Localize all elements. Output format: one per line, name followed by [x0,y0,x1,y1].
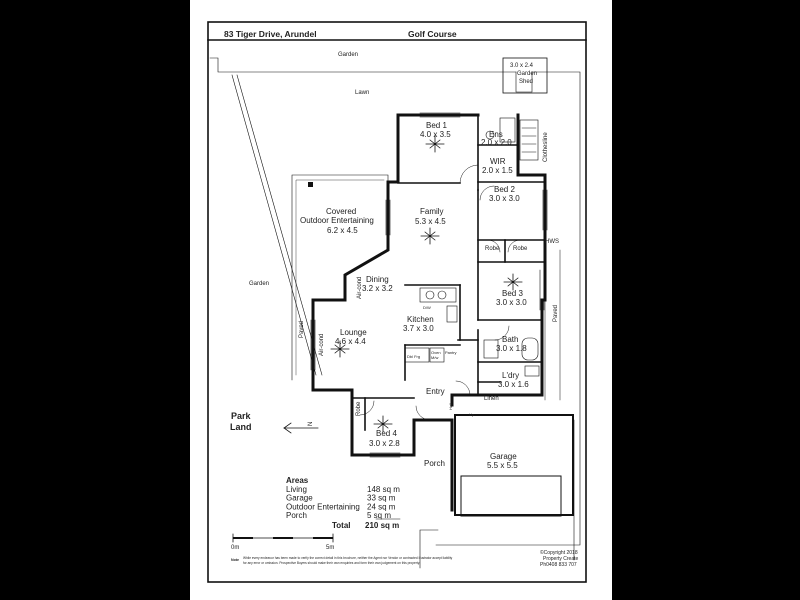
pantry-label: Pantry [445,350,457,355]
bed3-size: 3.0 x 3.0 [496,298,527,307]
lawn-label: Lawn [355,90,369,96]
aircond-lounge-label: Air-cond [319,334,325,356]
area-row-label: Garage [286,494,313,503]
family-name: Family [420,207,444,216]
area-row-label: Outdoor Entertaining [286,502,360,511]
kitchen-size: 3.7 x 3.0 [403,324,434,333]
areas-total-label: Total [332,521,351,530]
ens-name: Ens [489,130,503,139]
robe-2b-label: Robe [513,246,528,252]
paved-right-label: Paved [553,305,559,322]
phone-label: Ph0408 833 707 [540,562,577,568]
north-label: N [308,422,314,426]
covered-label-2: Outdoor Entertaining [300,216,374,225]
bed3-name: Bed 3 [502,289,523,298]
area-row-label: Living [286,485,307,494]
disclaimer-line-2: for any error or omission. Prospective B… [243,561,420,565]
bed1-size: 4.0 x 3.5 [420,130,451,139]
area-row-value: 148 sq m [367,485,400,494]
ens-size: 2.0 x 2.0 [481,138,512,147]
robe-4-label: Robe [356,401,362,416]
areas-heading: Areas [286,476,309,485]
scale-zero: 0m [231,545,239,551]
areas-total-value: 210 sq m [365,521,399,530]
oven-label-1: Oven [431,350,441,355]
clothesline-label: Clothesline [543,132,549,162]
bath-name: Bath [502,335,518,344]
covered-label-1: Covered [326,207,356,216]
dishwasher-label: D/W [423,305,431,310]
area-row-value: 24 sq m [367,502,396,511]
bed2-name: Bed 2 [494,185,515,194]
lounge-name: Lounge [340,328,367,337]
linen-label: Linen [484,396,499,402]
disclaimer-label: Note [231,558,239,562]
paved-left-label: Paved [299,321,305,338]
bed4-size: 3.0 x 2.8 [369,439,400,448]
robe-2a-label: Robe [485,246,500,252]
wir-size: 2.0 x 1.5 [482,166,513,175]
area-row-value: 33 sq m [367,494,396,503]
hall-label: Hall [448,403,453,410]
shed-size: 3.0 x 2.4 [510,63,534,69]
park-label-2: Land [230,422,252,432]
porch-label: Porch [424,459,445,468]
bed1-name: Bed 1 [426,121,447,130]
garden-left-label: Garden [249,281,269,287]
bath-size: 3.0 x 1.8 [496,344,527,353]
dining-name: Dining [366,275,389,284]
address-title: 83 Tiger Drive, Arundel [224,29,317,39]
areas-table: Living 148 sq m Garage 33 sq m Outdoor Enter… [286,485,400,520]
kitchen-name: Kitchen [407,315,434,324]
oven-label-2: M/w [431,355,438,360]
disclaimer-line-1: While every endeavor has been made to ve… [243,556,453,560]
garage-size: 5.5 x 5.5 [487,461,518,470]
shed-label-1: Garden [517,71,537,77]
bed2-size: 3.0 x 3.0 [489,194,520,203]
dining-size: 3.2 x 3.2 [362,284,393,293]
garage-name: Garage [490,452,517,461]
copyright-label: ©Copyright 2018 [540,549,578,556]
hws-label: HWS [545,239,559,245]
wir-name: WIR [490,157,506,166]
area-row-value: 5 sq m [367,511,391,520]
covered-size: 6.2 x 4.5 [327,226,358,235]
plan-linework [207,21,587,583]
bed4-name: Bed 4 [376,429,397,438]
laundry-size: 3.0 x 1.6 [498,380,529,389]
dbl-fridge-label: Dbl Frg [407,354,420,359]
lounge-size: 4.6 x 4.4 [335,337,366,346]
family-size: 5.3 x 4.5 [415,217,446,226]
scale-five: 5m [326,545,334,551]
outlook-label: Golf Course [408,29,457,39]
park-label-1: Park [231,411,252,421]
area-row-label: Porch [286,511,307,520]
entry-label: Entry [426,387,445,396]
up-label: Up [469,412,475,417]
shed-label-2: Shed [519,79,533,85]
company-label: Property Create [543,556,579,562]
laundry-name: L'dry [502,371,519,380]
garden-top-label: Garden [338,52,358,58]
aircond-dining-label: Air-cond [357,277,363,299]
